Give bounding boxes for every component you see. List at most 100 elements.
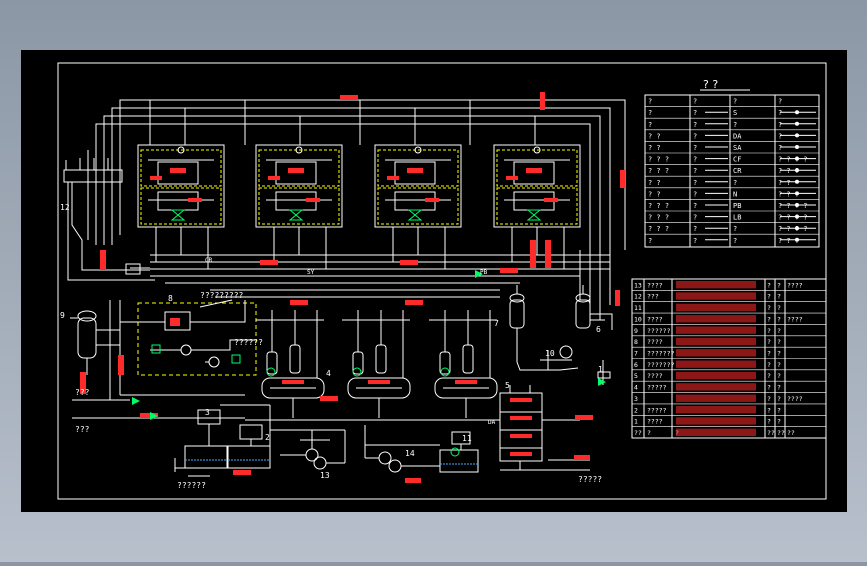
middle-tanks bbox=[256, 310, 498, 418]
legend-cell: ? ? ? ? bbox=[778, 214, 808, 222]
legend-cell: ? bbox=[693, 237, 697, 245]
spec-text-block bbox=[676, 315, 756, 323]
equipment-cell: ?????? bbox=[647, 327, 671, 335]
equipment-cell: 2 bbox=[634, 406, 638, 414]
legend-cell: ? bbox=[778, 109, 782, 117]
legend-cell: ? ? ? bbox=[778, 237, 799, 245]
legend-cell: ? ? ? ? bbox=[778, 156, 808, 164]
equipment-cell: 5 bbox=[634, 372, 638, 380]
distribution-headers bbox=[125, 250, 611, 320]
equipment-cell: ? bbox=[777, 327, 781, 335]
pipe-label-pb: PB bbox=[480, 269, 488, 276]
bottom-hint-label: ????? bbox=[578, 475, 602, 484]
equipment-cell: ? bbox=[777, 293, 781, 301]
spec-text-block bbox=[676, 417, 756, 425]
legend-cell: ? ? bbox=[778, 179, 791, 187]
legend-cell: ? ? bbox=[648, 132, 661, 140]
legend-cell: ? bbox=[733, 98, 737, 106]
right-vessels bbox=[509, 285, 613, 385]
process-unit bbox=[493, 144, 581, 269]
legend-valve-symbol bbox=[795, 203, 799, 207]
process-units bbox=[137, 144, 581, 269]
legend-cell: ? bbox=[693, 167, 697, 175]
valve-symbols bbox=[132, 270, 606, 457]
spec-text-block bbox=[676, 349, 756, 357]
equipment-cell: 9 bbox=[634, 327, 638, 335]
legend-cell: ? bbox=[733, 225, 737, 233]
legend-valve-symbol bbox=[795, 110, 799, 115]
heat-exchanger bbox=[429, 310, 498, 418]
left-separator bbox=[70, 300, 245, 419]
legend-cell: DA bbox=[733, 132, 742, 140]
tank-hint-label: ?????? bbox=[177, 481, 206, 490]
legend-cell: ? bbox=[693, 156, 697, 164]
equipment-cell: ? bbox=[767, 361, 771, 369]
legend-cell: ? bbox=[733, 237, 737, 245]
process-unit bbox=[255, 144, 343, 269]
callout-12: 12 bbox=[60, 203, 70, 212]
equipment-cell: ?? bbox=[777, 429, 785, 437]
equipment-cell: 4 bbox=[634, 384, 638, 392]
equipment-cell: ? bbox=[777, 384, 781, 392]
equipment-cell: ? bbox=[767, 350, 771, 358]
legend-cell: ? ? ? bbox=[648, 225, 669, 233]
equipment-cell: ? bbox=[767, 293, 771, 301]
callout-10: 10 bbox=[545, 349, 555, 358]
left-hint-label-2: ??? bbox=[75, 388, 90, 397]
legend-block: ? ? ??????S?????? ??DA?? ??SA?? ? ??CF? … bbox=[644, 78, 820, 248]
equipment-cell: ??????? bbox=[647, 350, 674, 358]
equipment-cell: ? bbox=[777, 281, 781, 289]
callout-8: 8 bbox=[168, 294, 173, 303]
legend-cell: ? bbox=[693, 98, 697, 106]
legend-cell: CF bbox=[733, 156, 741, 164]
legend-cell: ? bbox=[693, 109, 697, 117]
equipment-cell: ????? bbox=[647, 384, 667, 392]
legend-cell: ? bbox=[778, 144, 782, 152]
legend-cell: ? bbox=[778, 121, 782, 129]
spec-text-block bbox=[676, 405, 756, 414]
equipment-cell: 8 bbox=[634, 338, 638, 346]
equipment-cell: ? bbox=[767, 281, 771, 289]
legend-cell: ? bbox=[693, 202, 697, 210]
legend-valve-symbol bbox=[795, 179, 799, 184]
equipment-cell: 11 bbox=[634, 304, 642, 312]
legend-cell: ? ? ? bbox=[648, 202, 669, 210]
equipment-cell: ???? bbox=[647, 372, 663, 380]
equipment-cell: 7 bbox=[634, 350, 638, 358]
legend-cell: ? ? bbox=[648, 144, 661, 152]
legend-cell: ? bbox=[693, 225, 697, 233]
equipment-cell: ? bbox=[777, 361, 781, 369]
callout-4: 4 bbox=[326, 369, 331, 378]
pipe-label-cr: CR bbox=[205, 257, 213, 264]
callout-11: 11 bbox=[462, 434, 472, 443]
legend-cell: S bbox=[733, 109, 737, 117]
equipment-cell: ??????? bbox=[647, 361, 674, 369]
legend-cell: ? ? ? bbox=[648, 156, 669, 164]
legend-cell: ? ? ? ? bbox=[778, 202, 808, 210]
equipment-cell: ???? bbox=[647, 338, 663, 346]
equipment-cell: ? bbox=[767, 327, 771, 335]
top-hint-label: ????????? bbox=[200, 291, 244, 300]
equipment-cell: ? bbox=[767, 406, 771, 414]
pipe-label-da: DA bbox=[488, 419, 496, 426]
process-highlights bbox=[80, 92, 625, 483]
spec-text-block bbox=[676, 371, 756, 380]
equipment-table: 13??????????12?????11??10??????????9????… bbox=[631, 278, 827, 439]
legend-cell: ? bbox=[693, 214, 697, 222]
heat-exchanger bbox=[256, 310, 325, 418]
callout-3: 3 bbox=[205, 408, 210, 417]
equipment-cell: ? bbox=[777, 304, 781, 312]
spec-text-block bbox=[676, 292, 756, 300]
equipment-cell: 6 bbox=[634, 361, 638, 369]
legend-cell: ? bbox=[778, 98, 782, 106]
legend-cell: PB bbox=[733, 202, 741, 210]
spec-text-block bbox=[676, 337, 756, 346]
equipment-cell: ? bbox=[777, 338, 781, 346]
legend-cell: ? bbox=[648, 98, 652, 106]
equipment-cell: ???? bbox=[787, 395, 803, 403]
equipment-cell: 10 bbox=[634, 315, 642, 323]
legend-cell: ? bbox=[648, 121, 652, 129]
legend-cell: ? ? ? bbox=[778, 190, 799, 198]
spec-text-block bbox=[676, 303, 756, 312]
